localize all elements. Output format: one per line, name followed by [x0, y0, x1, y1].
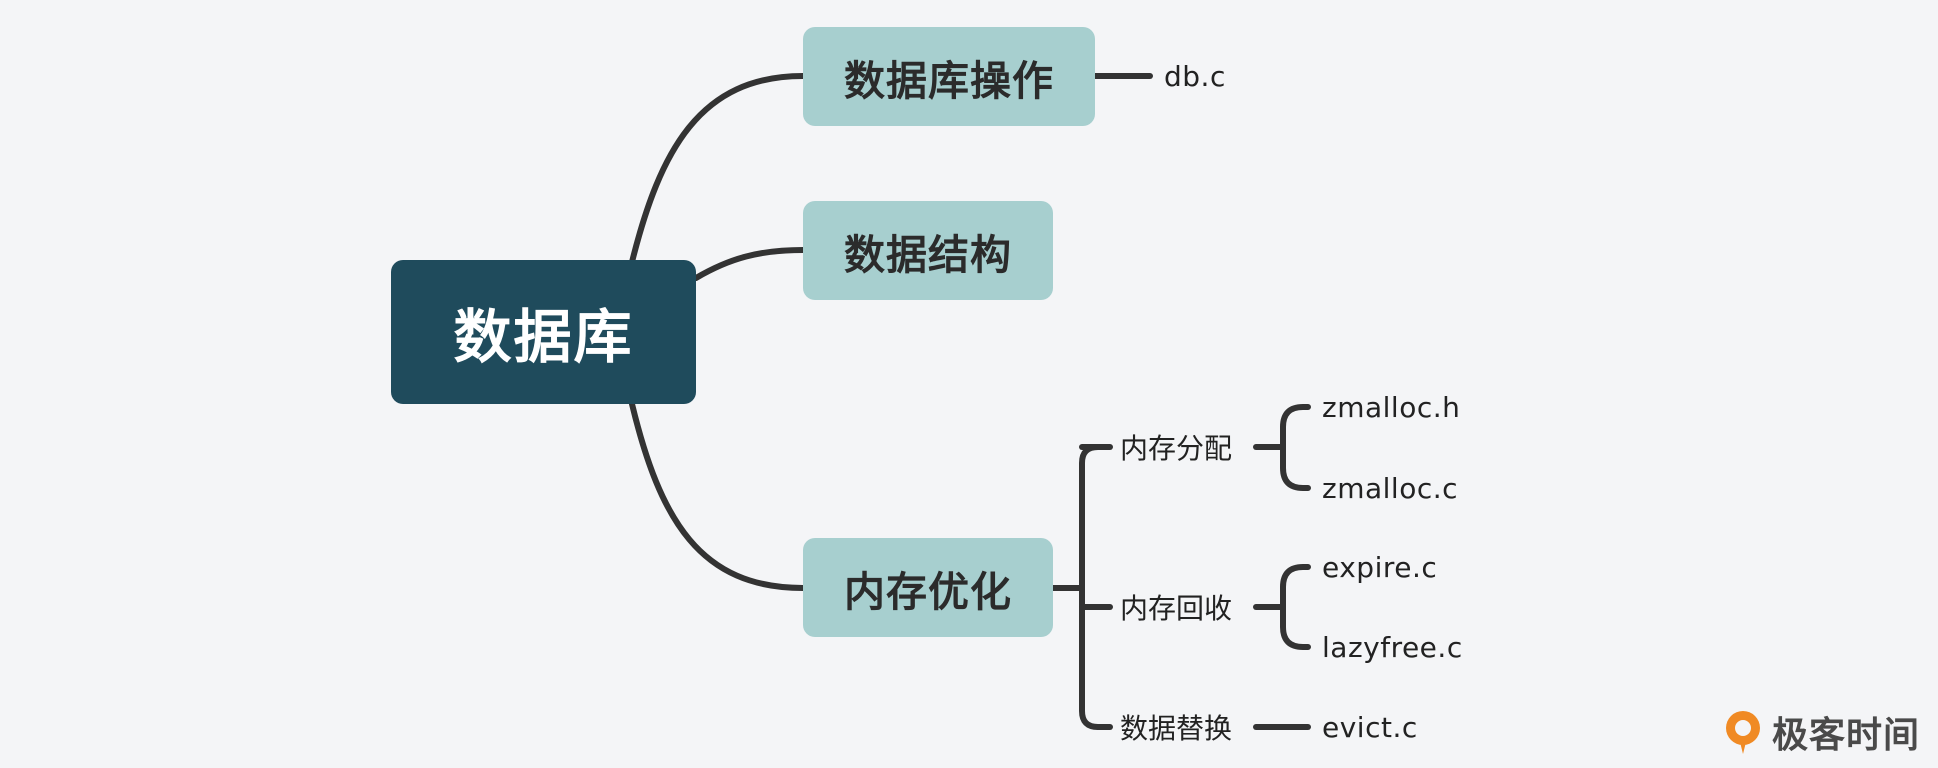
leaf-label: lazyfree.c [1322, 630, 1463, 664]
leaf-expire-c: expire.c [1322, 547, 1522, 587]
branch-label: 数据库操作 [844, 56, 1054, 105]
connector-root-memory-opt [629, 401, 806, 591]
leaf-lazyfree-c: lazyfree.c [1322, 627, 1522, 667]
branch-label: 内存优化 [844, 567, 1012, 616]
root-label: 数据库 [453, 303, 634, 371]
connector-memory-opt-bracket [1079, 444, 1101, 730]
leaf-zmalloc-h: zmalloc.h [1322, 387, 1522, 427]
leaf-label: zmalloc.h [1322, 390, 1461, 424]
connector-root-data-structures [693, 247, 806, 281]
connector-alloc-bracket [1280, 404, 1311, 491]
subbranch-label: 数据替换 [1120, 712, 1233, 745]
leaf-evict-c: evict.c [1322, 707, 1522, 747]
leaf-label: zmalloc.c [1322, 471, 1459, 505]
connector-reclaim-bracket [1280, 564, 1311, 650]
subbranch-memory-reclaim: 内存回收 [1120, 587, 1260, 627]
branch-node-memory-opt: 内存优化 [803, 538, 1053, 637]
connector-root-db-ops [629, 73, 806, 265]
subbranch-label: 内存分配 [1120, 432, 1233, 465]
branch-label: 数据结构 [844, 230, 1012, 279]
leaf-label: expire.c [1322, 550, 1438, 584]
geektime-logo: 极客时间 [1722, 708, 1920, 756]
leaf-db-c: db.c [1164, 56, 1364, 96]
subbranch-memory-alloc: 内存分配 [1120, 427, 1260, 467]
leaf-label: db.c [1164, 59, 1226, 93]
subbranch-label: 内存回收 [1120, 592, 1233, 625]
branch-node-db-ops: 数据库操作 [803, 27, 1095, 126]
geektime-logo-icon [1726, 711, 1760, 754]
logo-text: 极客时间 [1772, 715, 1921, 756]
leaf-label: evict.c [1322, 710, 1418, 744]
branch-node-data-structures: 数据结构 [803, 201, 1053, 300]
root-node: 数据库 [391, 260, 696, 404]
leaf-zmalloc-c: zmalloc.c [1322, 468, 1522, 508]
subbranch-data-replace: 数据替换 [1120, 707, 1260, 747]
